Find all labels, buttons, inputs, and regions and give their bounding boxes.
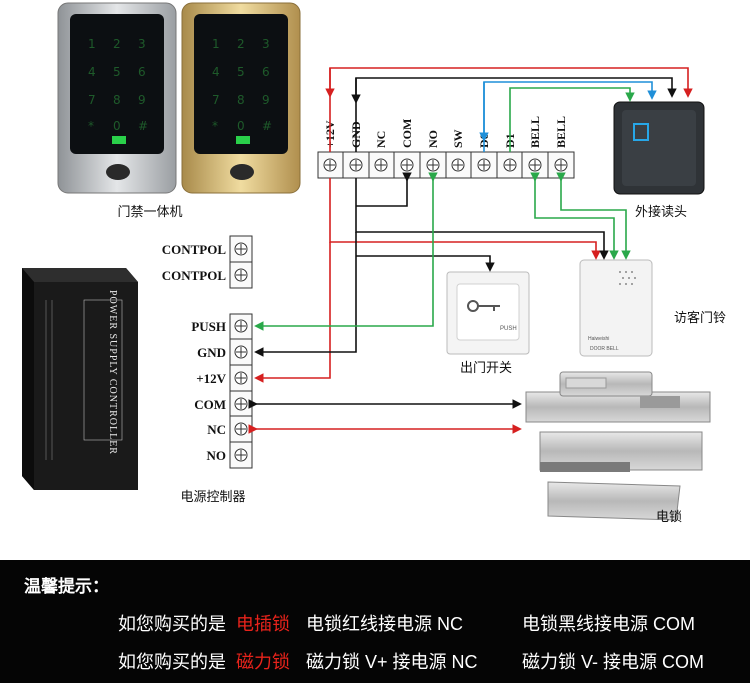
wire-gnd-to-exit — [356, 255, 495, 272]
wire-gnd-to-psu — [254, 232, 357, 357]
terminal-left-label: CONTPOL — [162, 268, 227, 283]
doorbell-text: DOOR BELL — [590, 346, 619, 352]
power-supply-label: 电源控制器 — [180, 489, 245, 504]
exit-button-text: PUSH — [500, 326, 517, 332]
svg-text:3: 3 — [138, 37, 146, 51]
svg-text:2: 2 — [237, 37, 245, 51]
green-wires — [254, 87, 635, 331]
tip-prefix: 如您购买的是 — [118, 614, 226, 634]
svg-text:7: 7 — [212, 93, 220, 107]
wire-gnd-to-reader — [355, 77, 677, 152]
tips-title: 温馨提示： — [24, 577, 109, 596]
tip-right: 电锁黑线接电源 COM — [522, 614, 695, 634]
svg-text:9: 9 — [262, 93, 270, 107]
tip-prefix: 如您购买的是 — [118, 652, 226, 672]
reader-label: 外接读头 — [635, 204, 687, 219]
tip-left: 磁力锁 V+ 接电源 NC — [306, 652, 478, 672]
magnetic-lock — [539, 431, 703, 521]
terminal-left-label: NC — [207, 422, 226, 437]
terminal-left-label: GND — [197, 345, 226, 360]
tip-row-2: 如您购买的是 磁力锁 磁力锁 V+ 接电源 NC 磁力锁 V- 接电源 COM — [0, 648, 750, 674]
doorbell: Haiweishi DOOR BELL — [579, 259, 653, 357]
terminal-top-label: BELL — [554, 116, 568, 148]
svg-text:*: * — [88, 119, 94, 133]
svg-text:#: # — [262, 119, 272, 133]
wire-d1-to-reader — [509, 87, 635, 152]
card-reader — [613, 101, 705, 195]
tip-highlight: 电插锁 — [236, 614, 290, 634]
wire-no-to-push — [254, 172, 438, 331]
terminal-left-label: NO — [207, 448, 227, 463]
wire-com — [356, 172, 412, 207]
wire-bell1 — [530, 172, 619, 260]
exit-button-label: 出门开关 — [460, 360, 512, 375]
exit-button: PUSH — [446, 271, 530, 355]
wire-bell2 — [556, 172, 631, 260]
svg-text:0: 0 — [113, 119, 121, 133]
svg-text:8: 8 — [113, 93, 121, 107]
svg-text:5: 5 — [113, 65, 121, 79]
terminal-top-label: NO — [426, 130, 440, 148]
svg-text:*: * — [212, 119, 218, 133]
svg-text:9: 9 — [138, 93, 146, 107]
power-supply-text: POWER SUPPLY CONTROLLER — [107, 290, 118, 455]
svg-text:1: 1 — [212, 37, 220, 51]
keypad-gold: 1 2 3 4 5 6 7 8 9 * 0 # — [181, 2, 301, 194]
svg-text:3: 3 — [262, 37, 270, 51]
tips-panel: 温馨提示： 如您购买的是 电插锁 电锁红线接电源 NC 电锁黑线接电源 COM … — [0, 560, 750, 683]
terminal-left-label: COM — [194, 397, 226, 412]
keypad-silver: 1 2 3 4 5 6 7 8 9 * 0 # — [57, 2, 177, 194]
blue-wires — [479, 81, 657, 152]
svg-text:6: 6 — [138, 65, 146, 79]
terminal-left-label: CONTPOL — [162, 242, 227, 257]
tip-highlight: 磁力锁 — [236, 652, 290, 672]
tip-right: 磁力锁 V- 接电源 COM — [522, 652, 705, 672]
terminal-top-label: BELL — [528, 116, 542, 148]
keypad-label: 门禁一体机 — [117, 204, 182, 219]
terminal-left-label: +12V — [196, 371, 226, 386]
doorbell-label: 访客门铃 — [674, 310, 726, 325]
lock-label: 电锁 — [656, 509, 682, 524]
wire-12v-to-psu — [254, 242, 331, 383]
svg-text:0: 0 — [237, 119, 245, 133]
svg-text:6: 6 — [262, 65, 270, 79]
wire-12v-to-reader — [329, 67, 693, 152]
terminal-top-label: COM — [400, 119, 414, 148]
svg-text:2: 2 — [113, 37, 121, 51]
tip-row-1: 如您购买的是 电插锁 电锁红线接电源 NC 电锁黑线接电源 COM — [0, 610, 750, 636]
electric-bolt-lock — [525, 371, 711, 423]
power-supply-box: POWER SUPPLY CONTROLLER — [22, 268, 138, 490]
svg-text:5: 5 — [237, 65, 245, 79]
svg-text:4: 4 — [88, 65, 96, 79]
terminal-top-label: SW — [451, 129, 465, 148]
terminal-top-label: NC — [374, 131, 388, 148]
doorbell-brand: Haiweishi — [588, 336, 609, 342]
svg-text:#: # — [138, 119, 148, 133]
svg-text:1: 1 — [88, 37, 96, 51]
terminal-block-left: CONTPOL CONTPOL PUSH GND +12V COM NC NO — [162, 235, 253, 469]
tip-left: 电锁红线接电源 NC — [306, 614, 463, 634]
terminal-left-label: PUSH — [191, 319, 226, 334]
svg-text:7: 7 — [88, 93, 96, 107]
svg-text:4: 4 — [212, 65, 220, 79]
svg-text:8: 8 — [237, 93, 245, 107]
